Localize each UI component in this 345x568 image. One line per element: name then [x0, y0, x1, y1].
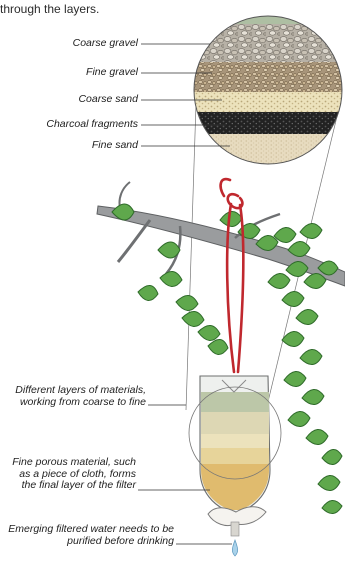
water-drop — [232, 540, 237, 556]
label-different-layers: Different layers of materials, working f… — [14, 385, 146, 408]
label-coarse-gravel: Coarse gravel — [0, 37, 138, 49]
label-coarse-sand: Coarse sand — [0, 93, 138, 105]
label-fine-sand: Fine sand — [0, 139, 138, 151]
cloth-filter — [208, 507, 266, 536]
label-porous-material: Fine porous material, such as a piece of… — [6, 457, 136, 492]
label-charcoal-fragments: Charcoal fragments — [0, 118, 138, 130]
filter-bottle — [189, 376, 281, 512]
label-fine-gravel: Fine gravel — [0, 66, 138, 78]
label-emerging-water: Emerging filtered water needs to be puri… — [4, 524, 174, 547]
